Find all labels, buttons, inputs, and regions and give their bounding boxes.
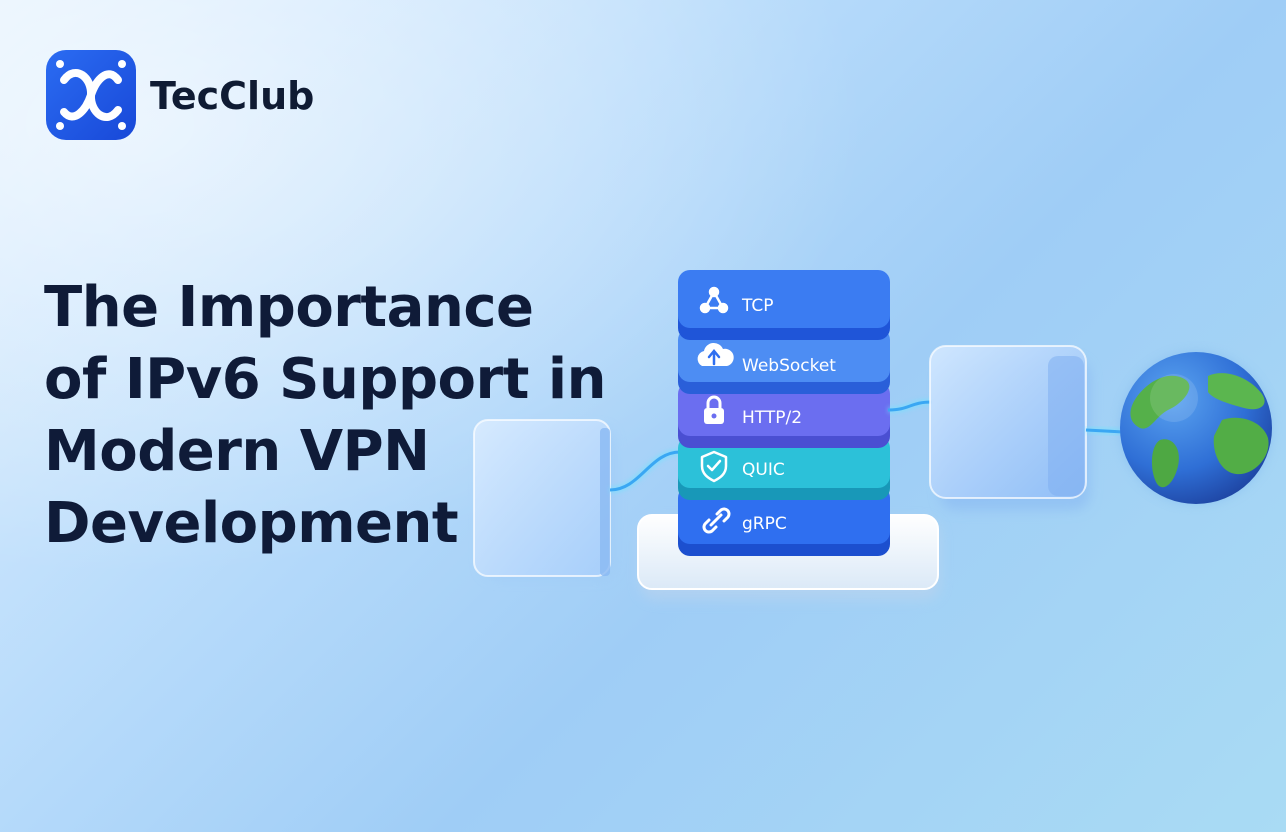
shield-check-icon [700, 450, 728, 483]
layer-label-grpc: gRPC [742, 514, 787, 534]
layer-grpc [678, 486, 890, 556]
tecclub-logo-icon [46, 50, 136, 140]
brand-name: TecClub [150, 74, 315, 118]
layer-quic [678, 436, 890, 500]
page-title: The Importance of IPv6 Support in Modern… [44, 272, 624, 560]
globe-icon [1120, 352, 1272, 504]
layer-http2 [678, 382, 890, 448]
layer-websocket [678, 328, 890, 394]
title-line-4: Development [44, 491, 459, 556]
link-icon [702, 507, 731, 534]
title-line-1: The Importance [44, 275, 534, 340]
left-glass-panel [473, 419, 614, 578]
layer-label-websocket: WebSocket [742, 356, 836, 376]
title-line-2: of IPv6 Support in [44, 347, 606, 412]
layer-label-quic: QUIC [742, 460, 785, 480]
lock-icon [704, 395, 724, 424]
title-line-3: Modern VPN [44, 419, 430, 484]
layer-label-tcp: TCP [742, 296, 774, 316]
right-glass-cube [929, 345, 1090, 510]
network-nodes-icon [699, 286, 729, 314]
layer-tcp [678, 270, 890, 340]
cloud-upload-icon [697, 342, 734, 366]
layer-label-http2: HTTP/2 [742, 408, 803, 428]
